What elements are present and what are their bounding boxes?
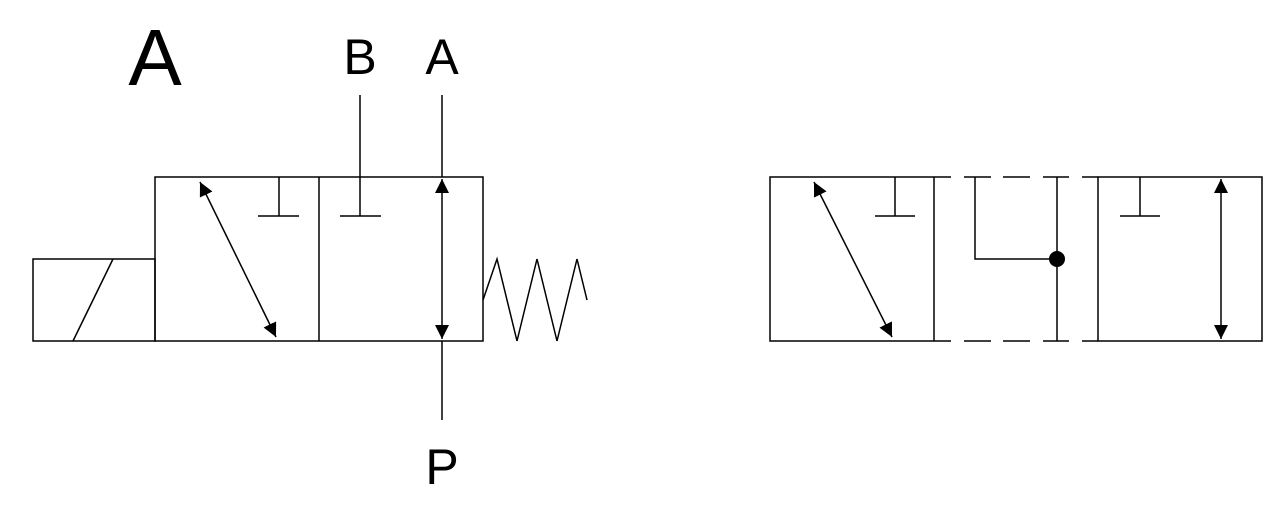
junction-dot [1049,251,1065,267]
spring-icon [482,256,588,342]
valve-body-right [769,176,1263,342]
transition-position [934,176,1098,342]
solenoid-actuator [32,258,156,342]
diagram-title-label: A [128,13,182,102]
port-p-label: P [425,439,458,495]
port-a-label: A [425,29,459,85]
port-b-label: B [343,29,376,85]
cross-flow-arrow [199,181,277,338]
valve-body-left [154,95,588,420]
